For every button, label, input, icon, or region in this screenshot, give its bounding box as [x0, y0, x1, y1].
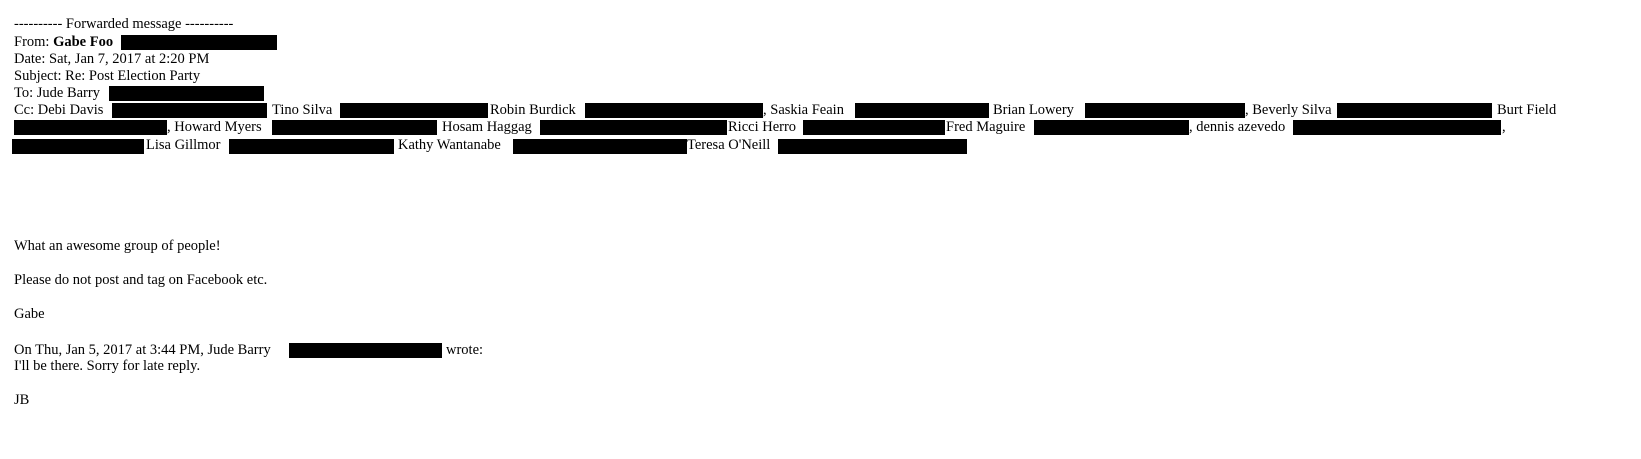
redacted-email — [513, 139, 687, 154]
quote-wrote: wrote: — [446, 342, 484, 358]
from-label: From: — [14, 34, 50, 50]
cc-comma: , — [1502, 119, 1506, 135]
from-name: Gabe Foo — [53, 34, 114, 50]
redacted-email — [540, 120, 727, 135]
cc-name: Ricci Herro — [728, 119, 797, 135]
date-label: Date: — [14, 51, 46, 67]
cc-name: Tino Silva — [272, 102, 333, 118]
cc-name: Brian Lowery — [993, 102, 1074, 118]
cc-name: , Saskia Feain — [763, 102, 844, 118]
redacted-email — [229, 139, 394, 154]
subject-line: Subject: Re: Post Election Party — [14, 67, 200, 85]
to-label: To: — [14, 85, 34, 101]
redacted-email — [1085, 103, 1245, 118]
redacted-email — [340, 103, 488, 118]
cc-name: Kathy Wantanabe — [398, 137, 501, 153]
cc-name: , Beverly Silva — [1245, 102, 1332, 118]
cc-name: Teresa O'Neill — [687, 137, 771, 153]
redacted-email — [1293, 120, 1501, 135]
cc-name: , Howard Myers — [167, 119, 262, 135]
cc-name: Robin Burdick — [490, 102, 576, 118]
to-line: To: Jude Barry — [14, 84, 100, 102]
redacted-email — [289, 343, 442, 358]
forwarded-line: ---------- Forwarded message ---------- — [14, 16, 234, 32]
to-name: Jude Barry — [36, 85, 100, 101]
quoted-line: I'll be there. Sorry for late reply. — [14, 358, 201, 374]
redacted-email — [778, 139, 967, 154]
from-line: From: Gabe Foo — [14, 33, 113, 51]
cc-name: , dennis azevedo — [1189, 119, 1286, 135]
redacted-email — [12, 139, 144, 154]
body-line: Please do not post and tag on Facebook e… — [14, 272, 268, 288]
quoted-signoff: JB — [14, 392, 30, 408]
redacted-email — [112, 103, 267, 118]
quote-intro: On Thu, Jan 5, 2017 at 3:44 PM, Jude Bar… — [14, 342, 271, 358]
redacted-email — [272, 120, 437, 135]
cc-name: Lisa Gillmor — [146, 137, 221, 153]
redacted-email — [855, 103, 989, 118]
subject-label: Subject: — [14, 68, 62, 84]
redacted-email — [121, 35, 277, 50]
cc-line: Cc: Debi Davis — [14, 101, 103, 119]
redacted-email — [1337, 103, 1492, 118]
cc-name: Burt Field — [1497, 102, 1557, 118]
cc-name: Debi Davis — [37, 102, 104, 118]
cc-label: Cc: — [14, 102, 35, 118]
date-value: Sat, Jan 7, 2017 at 2:20 PM — [49, 51, 210, 67]
subject-value: Re: Post Election Party — [65, 68, 201, 84]
body-line: What an awesome group of people! — [14, 238, 221, 254]
redacted-email — [585, 103, 763, 118]
cc-name: Hosam Haggag — [442, 119, 532, 135]
redacted-email — [1034, 120, 1189, 135]
cc-name: Fred Maguire — [946, 119, 1026, 135]
date-line: Date: Sat, Jan 7, 2017 at 2:20 PM — [14, 50, 209, 68]
redacted-email — [803, 120, 945, 135]
redacted-email — [14, 120, 167, 135]
redacted-email — [109, 86, 264, 101]
signoff: Gabe — [14, 306, 45, 322]
